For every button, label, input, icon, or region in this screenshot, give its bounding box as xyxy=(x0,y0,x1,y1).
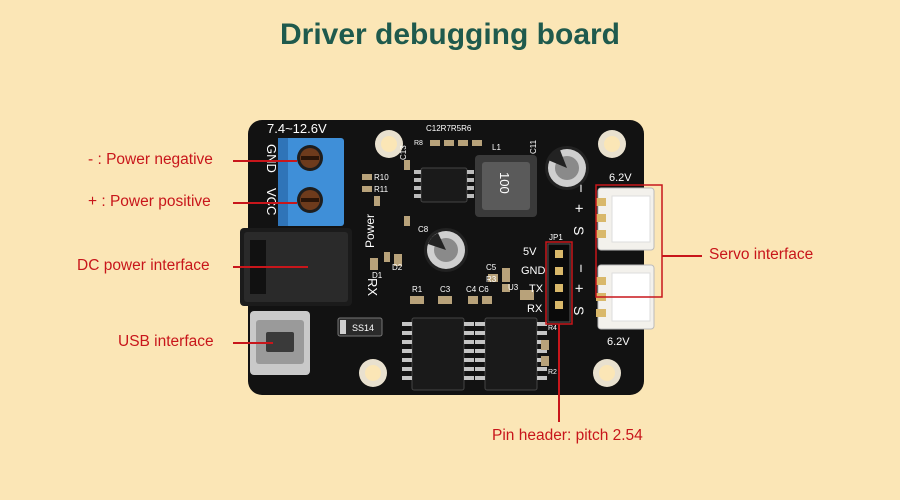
servo-highlight-box xyxy=(595,184,663,298)
pin-5v-silk: 5V xyxy=(523,246,537,258)
pin-header-leader xyxy=(558,324,560,422)
power-positive-label: + : Power positive xyxy=(88,193,211,210)
servo-voltage-top: 6.2V xyxy=(609,172,632,184)
smd-components xyxy=(362,140,549,366)
inductor-label: 100 xyxy=(497,172,512,194)
usb-label: USB interface xyxy=(118,333,214,350)
ic-chip-right xyxy=(475,317,547,391)
servo-plus-bottom: + xyxy=(570,284,587,293)
regulator-chip xyxy=(414,167,474,203)
r3-silk: R3 xyxy=(486,275,497,284)
mounting-holes xyxy=(359,130,626,387)
power-negative-label: - : Power negative xyxy=(88,151,213,168)
c11-silk: C11 xyxy=(529,139,538,154)
servo-connector-top xyxy=(596,187,655,251)
pin-tx-silk: TX xyxy=(529,283,544,295)
top-refs-silk: C12R7R5R6 xyxy=(426,124,472,133)
r4-silk: R4 xyxy=(548,325,557,332)
capacitor-c11 xyxy=(545,146,589,190)
r11-silk: R11 xyxy=(374,185,389,194)
d1-silk: D1 xyxy=(372,271,383,280)
r2-silk: R2 xyxy=(548,369,557,376)
servo-s-bottom: S xyxy=(571,306,587,315)
power-positive-leader xyxy=(233,202,297,204)
servo-leader xyxy=(662,255,702,257)
l1-silk: L1 xyxy=(492,143,501,152)
r10-silk: R10 xyxy=(374,173,389,182)
r8-silk: R8 xyxy=(414,140,423,147)
capacitor-c8 xyxy=(424,228,468,272)
power-silk: Power xyxy=(363,214,377,248)
c3-silk: C3 xyxy=(440,285,451,294)
c5-silk: C5 xyxy=(486,263,497,272)
pin-header-jp1 xyxy=(547,243,571,323)
gnd-silk: GND xyxy=(264,144,279,173)
u3-silk: U3 xyxy=(508,283,519,292)
jp1-silk: JP1 xyxy=(549,233,563,242)
screw-terminal xyxy=(278,138,344,226)
servo-label: Servo interface xyxy=(709,246,814,263)
usb-leader xyxy=(233,342,273,344)
usb-connector xyxy=(250,311,310,375)
c8-silk: C8 xyxy=(418,225,429,234)
dc-power-leader xyxy=(233,266,308,268)
pin-rx-silk: RX xyxy=(527,303,543,315)
rx-left-silk: RX xyxy=(365,278,380,296)
r1-silk: R1 xyxy=(412,285,423,294)
ic-chip-left xyxy=(402,317,474,391)
pin-gnd-silk: GND xyxy=(521,265,546,277)
voltage-silk: 7.4~12.6V xyxy=(267,121,327,136)
pin-header-label: Pin header: pitch 2.54 xyxy=(492,427,643,444)
servo-voltage-bottom: 6.2V xyxy=(607,336,630,348)
d2-silk: D2 xyxy=(392,263,403,272)
vcc-silk: VCC xyxy=(264,188,279,215)
power-negative-leader xyxy=(233,160,297,162)
servo-plus-top: + xyxy=(570,204,587,213)
c4-c6-silk: C4 C6 xyxy=(466,285,489,294)
servo-minus-top: − xyxy=(572,184,589,193)
servo-s-top: S xyxy=(571,226,587,235)
c13-silk: C13 xyxy=(399,145,408,160)
page-title: Driver debugging board xyxy=(279,18,621,51)
ss14-label: SS14 xyxy=(352,323,374,333)
servo-minus-bottom: − xyxy=(572,264,589,273)
diode-ss14: SS14 xyxy=(337,317,383,337)
dc-power-label: DC power interface xyxy=(77,257,210,274)
inductor: 100 xyxy=(475,155,537,217)
